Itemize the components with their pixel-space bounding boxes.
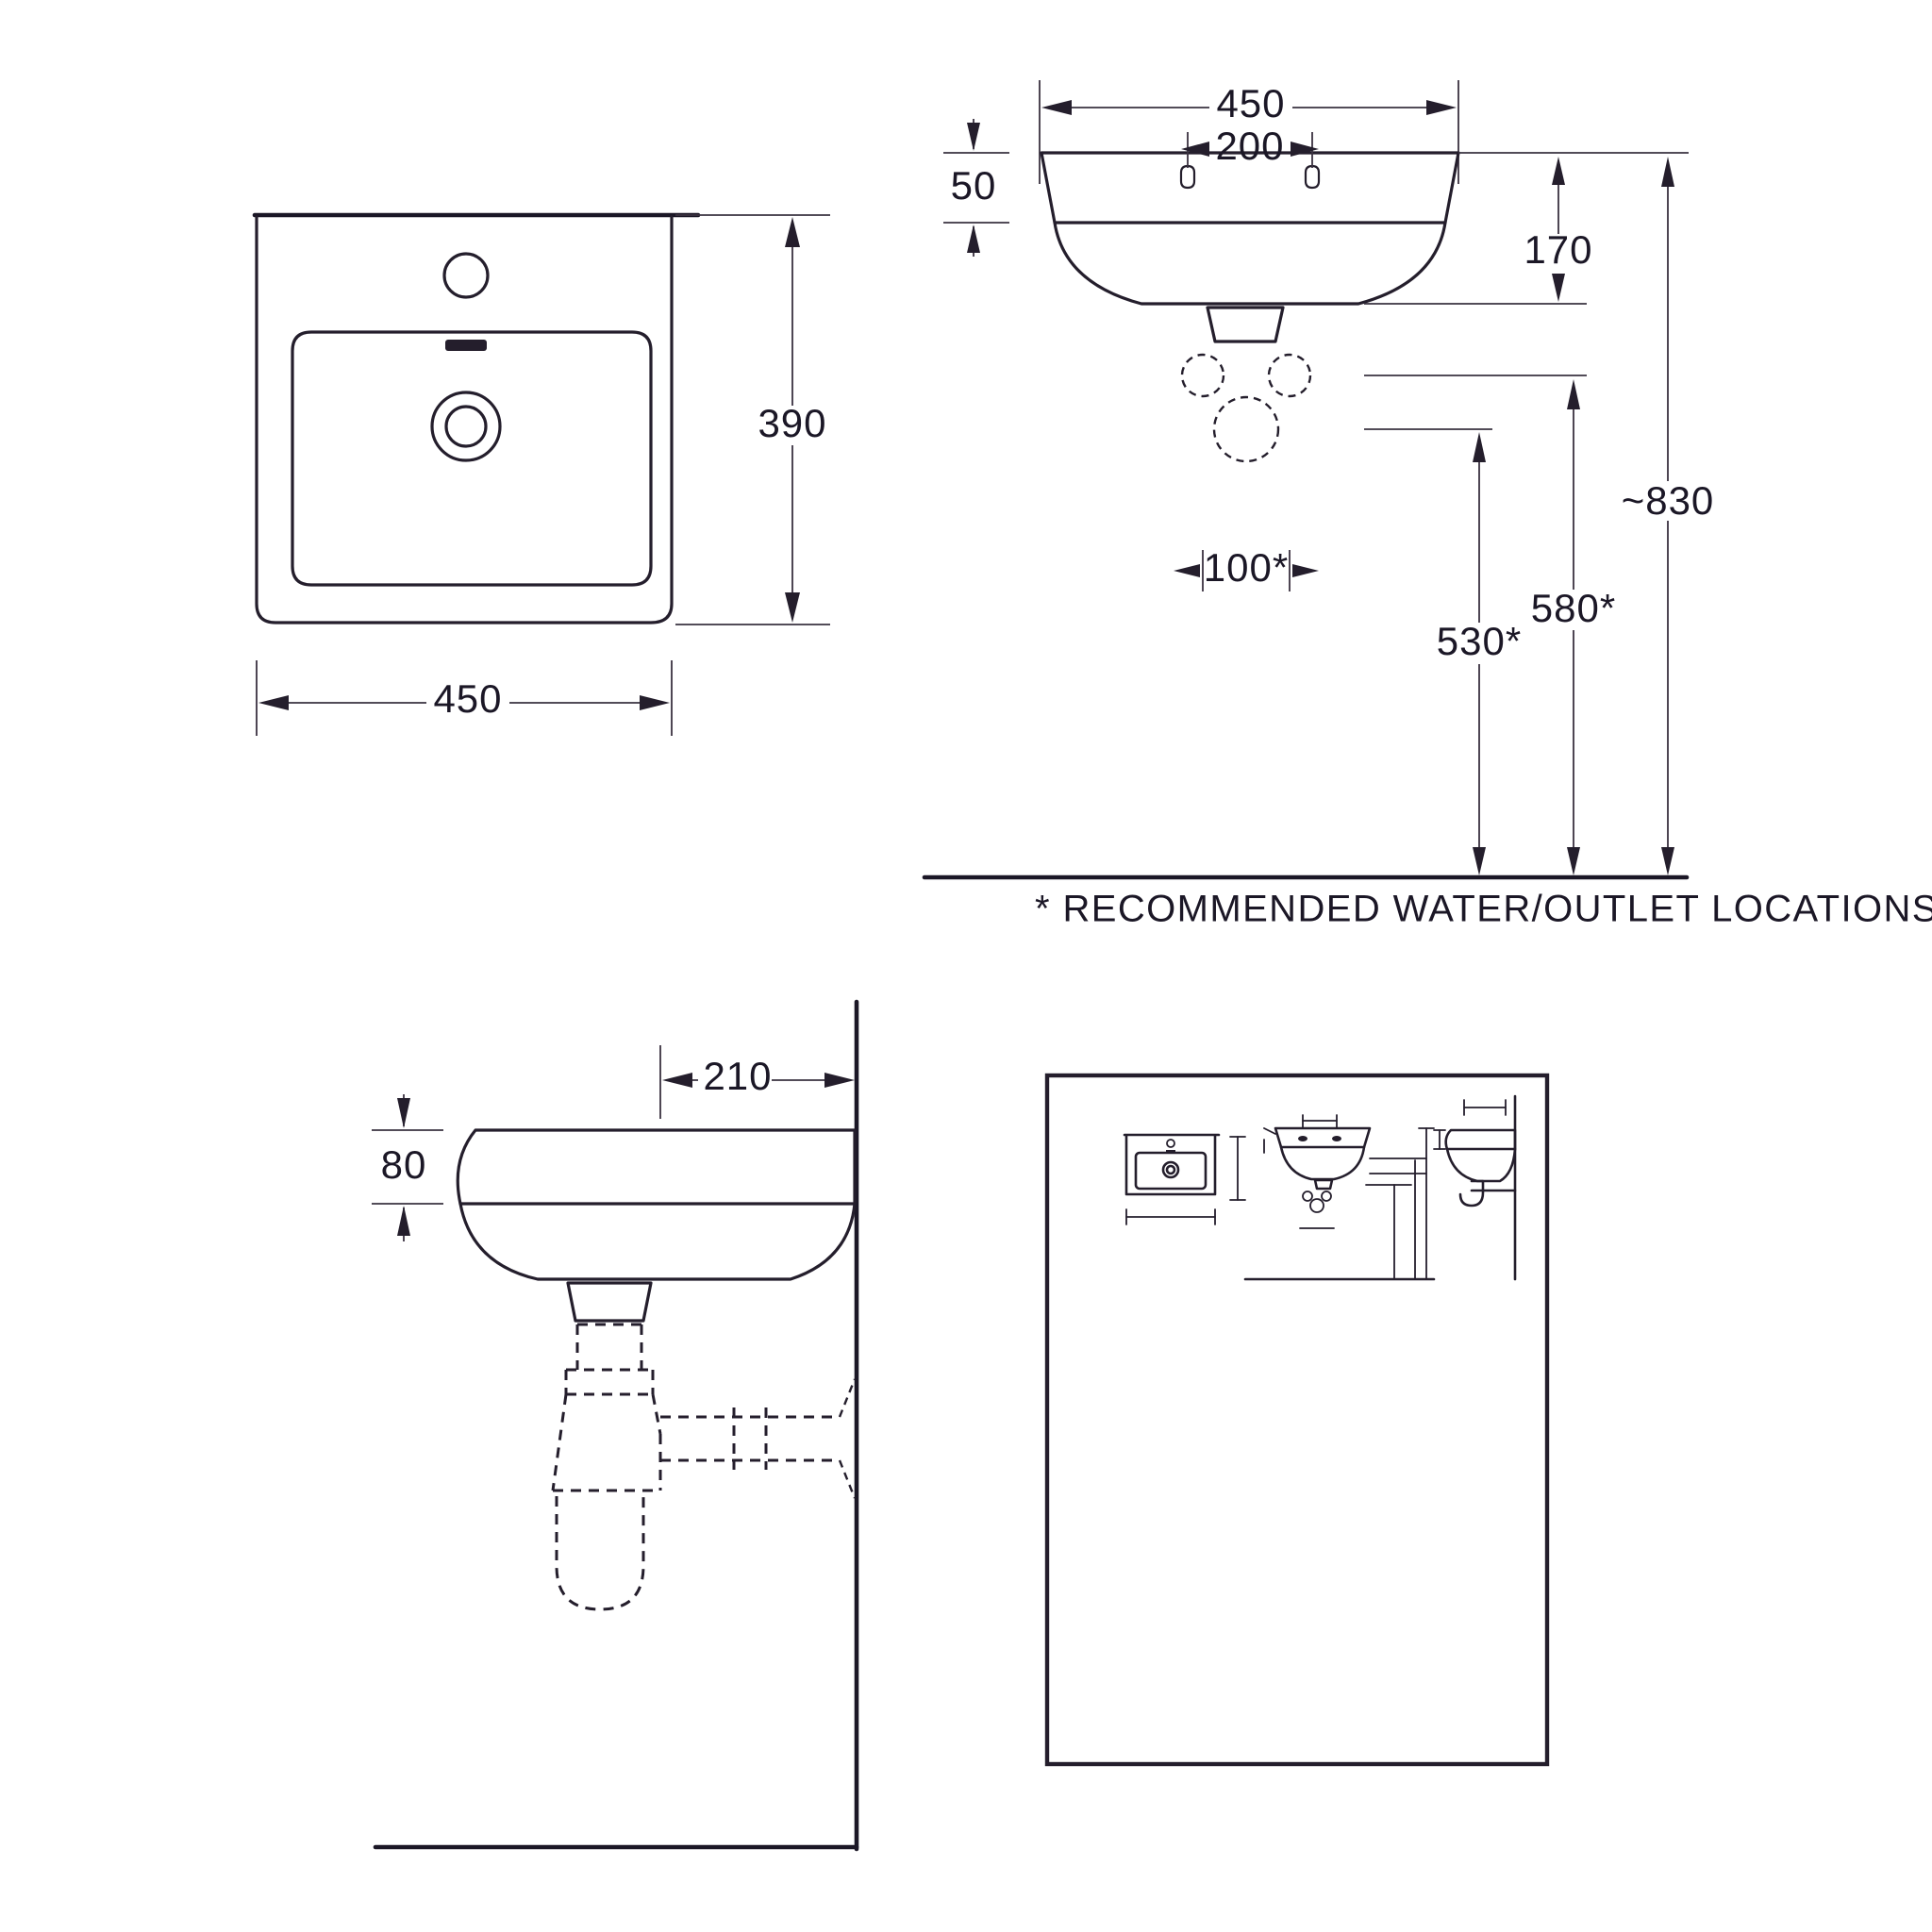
mini-front-spigot: [1313, 1178, 1334, 1191]
dim-450-front-label: 450: [1216, 81, 1285, 125]
trap-body-right-taper: [651, 1393, 662, 1435]
front-tap-hole-right: [1304, 164, 1321, 190]
side-thumbnail: [1433, 1094, 1517, 1281]
side-rim-body: [456, 1128, 857, 1206]
mini-outlet-circle-l: [1302, 1191, 1313, 1202]
dim-water-height: 580*: [1531, 379, 1616, 875]
mini-plan-outline: [1124, 1134, 1217, 1196]
dim-rim-height-side: 80: [372, 1094, 443, 1241]
plan-outer-outline: [255, 215, 674, 625]
dim-210-label: 210: [703, 1054, 772, 1098]
plan-waste-inner: [444, 405, 488, 448]
side-elevation-view: 210 80: [372, 999, 859, 1852]
dim-200-arrow-left: [1181, 142, 1209, 157]
mini-plan-tap-hole: [1166, 1139, 1175, 1148]
dim-450-plan-label: 450: [433, 676, 502, 721]
dim-450f-arrow-left: [1041, 100, 1072, 115]
plan-waste-outer: [430, 391, 502, 462]
mini-plan-waste-inner: [1165, 1164, 1176, 1175]
mini-front-leader-a: [1263, 1127, 1276, 1135]
plan-tap-hole: [442, 252, 490, 299]
dim-390-arrow-top: [785, 217, 800, 247]
dim-450f-arrow-right: [1426, 100, 1457, 115]
dim-210-arrow-left: [662, 1073, 692, 1088]
thumbnail-panel-border: [1044, 1073, 1550, 1767]
mini-plan-bowl: [1134, 1151, 1208, 1191]
pipe-flange-lower: [838, 1459, 857, 1499]
dim-390-label: 390: [758, 401, 826, 445]
outlet-circle-right: [1267, 353, 1312, 398]
dim-450p-arrow-left: [258, 695, 289, 710]
plan-bowl-outline: [291, 330, 653, 587]
dim-50-arrow-bottom: [967, 225, 980, 253]
dim-80-arrow-top: [397, 1098, 410, 1128]
dim-outlet-spacing: 100*: [1174, 545, 1319, 591]
outlet-circle-waste: [1212, 395, 1280, 463]
outlet-circle-left: [1180, 353, 1225, 398]
thumbnail-panel: [1044, 1073, 1550, 1767]
trap-body-left-taper: [551, 1393, 568, 1491]
pipe-flange-upper: [838, 1378, 857, 1418]
dim-100-label: 100*: [1204, 545, 1289, 590]
trap-cup: [555, 1496, 645, 1611]
mini-plan-overflow: [1166, 1150, 1175, 1154]
plan-view: 390 450: [252, 212, 830, 736]
mini-front-tap-right: [1332, 1136, 1341, 1141]
dim-390-arrow-bottom: [785, 592, 800, 623]
mini-front-tap-left: [1298, 1136, 1307, 1141]
dim-530-label: 530*: [1437, 619, 1522, 663]
dim-80-label: 80: [381, 1142, 427, 1187]
mini-side-bowl: [1445, 1147, 1517, 1183]
dim-170-label: 170: [1524, 227, 1592, 272]
dim-waste-height: 530*: [1437, 432, 1522, 875]
dim-plan-width: 450: [256, 660, 673, 736]
dim-tap-centres: 200: [1181, 124, 1319, 168]
dim-200-label: 200: [1215, 124, 1284, 168]
dim-830-label: ~830: [1622, 478, 1715, 523]
dim-170-arrow-bottom: [1552, 274, 1565, 302]
mini-side-rim: [1444, 1128, 1517, 1151]
dim-rim-height: ~830: [1622, 157, 1715, 875]
side-waste-spigot: [566, 1281, 653, 1323]
dim-front-width: 450: [1039, 80, 1459, 184]
mini-outlet-circle-r: [1321, 1191, 1332, 1202]
dim-rim-thickness: 50: [943, 119, 1009, 257]
dim-100-arrow-right: [1292, 564, 1319, 577]
side-bowl-underside: [458, 1202, 857, 1281]
dim-530-arrow-top: [1473, 432, 1486, 462]
dim-580-arrow-bottom: [1567, 847, 1580, 875]
dim-830-arrow-bottom: [1661, 847, 1674, 875]
dim-210-arrow-right: [824, 1073, 855, 1088]
front-thumbnail: [1243, 1114, 1436, 1281]
dim-50-arrow-top: [967, 123, 980, 151]
front-waste-spigot: [1206, 306, 1285, 343]
footnote-text: * RECOMMENDED WATER/OUTLET LOCATIONS: [1035, 889, 1932, 930]
mini-plan-waste-outer: [1161, 1160, 1180, 1179]
mini-front-bowl: [1279, 1145, 1366, 1181]
mini-side-trap: [1458, 1179, 1485, 1208]
dim-170-arrow-top: [1552, 157, 1565, 185]
dim-580-label: 580*: [1531, 586, 1616, 630]
dim-50-label: 50: [951, 163, 997, 208]
waste-pipe-dashed: [660, 1378, 857, 1499]
dim-plan-depth: 390: [675, 214, 830, 625]
dim-200-arrow-right: [1291, 142, 1319, 157]
mini-front-rim: [1274, 1126, 1372, 1149]
bottle-trap-dashed: [551, 1323, 662, 1611]
dim-580-arrow-top: [1567, 379, 1580, 409]
dim-100-arrow-left: [1174, 564, 1200, 577]
plan-thumbnail: [1123, 1133, 1246, 1225]
dim-bowl-depth: 170: [1524, 157, 1592, 302]
dim-450p-arrow-right: [640, 695, 670, 710]
dim-projection: 210: [659, 1045, 855, 1119]
dim-80-arrow-bottom: [397, 1206, 410, 1236]
dim-830-arrow-top: [1661, 157, 1674, 187]
front-elevation-view: 450 200 50: [922, 80, 1932, 930]
front-tap-hole-left: [1179, 164, 1196, 190]
mini-outlet-circle-waste: [1309, 1198, 1324, 1213]
front-bowl-underside: [1053, 221, 1447, 306]
dim-530-arrow-bottom: [1473, 847, 1486, 875]
plan-overflow-slot: [445, 340, 487, 351]
